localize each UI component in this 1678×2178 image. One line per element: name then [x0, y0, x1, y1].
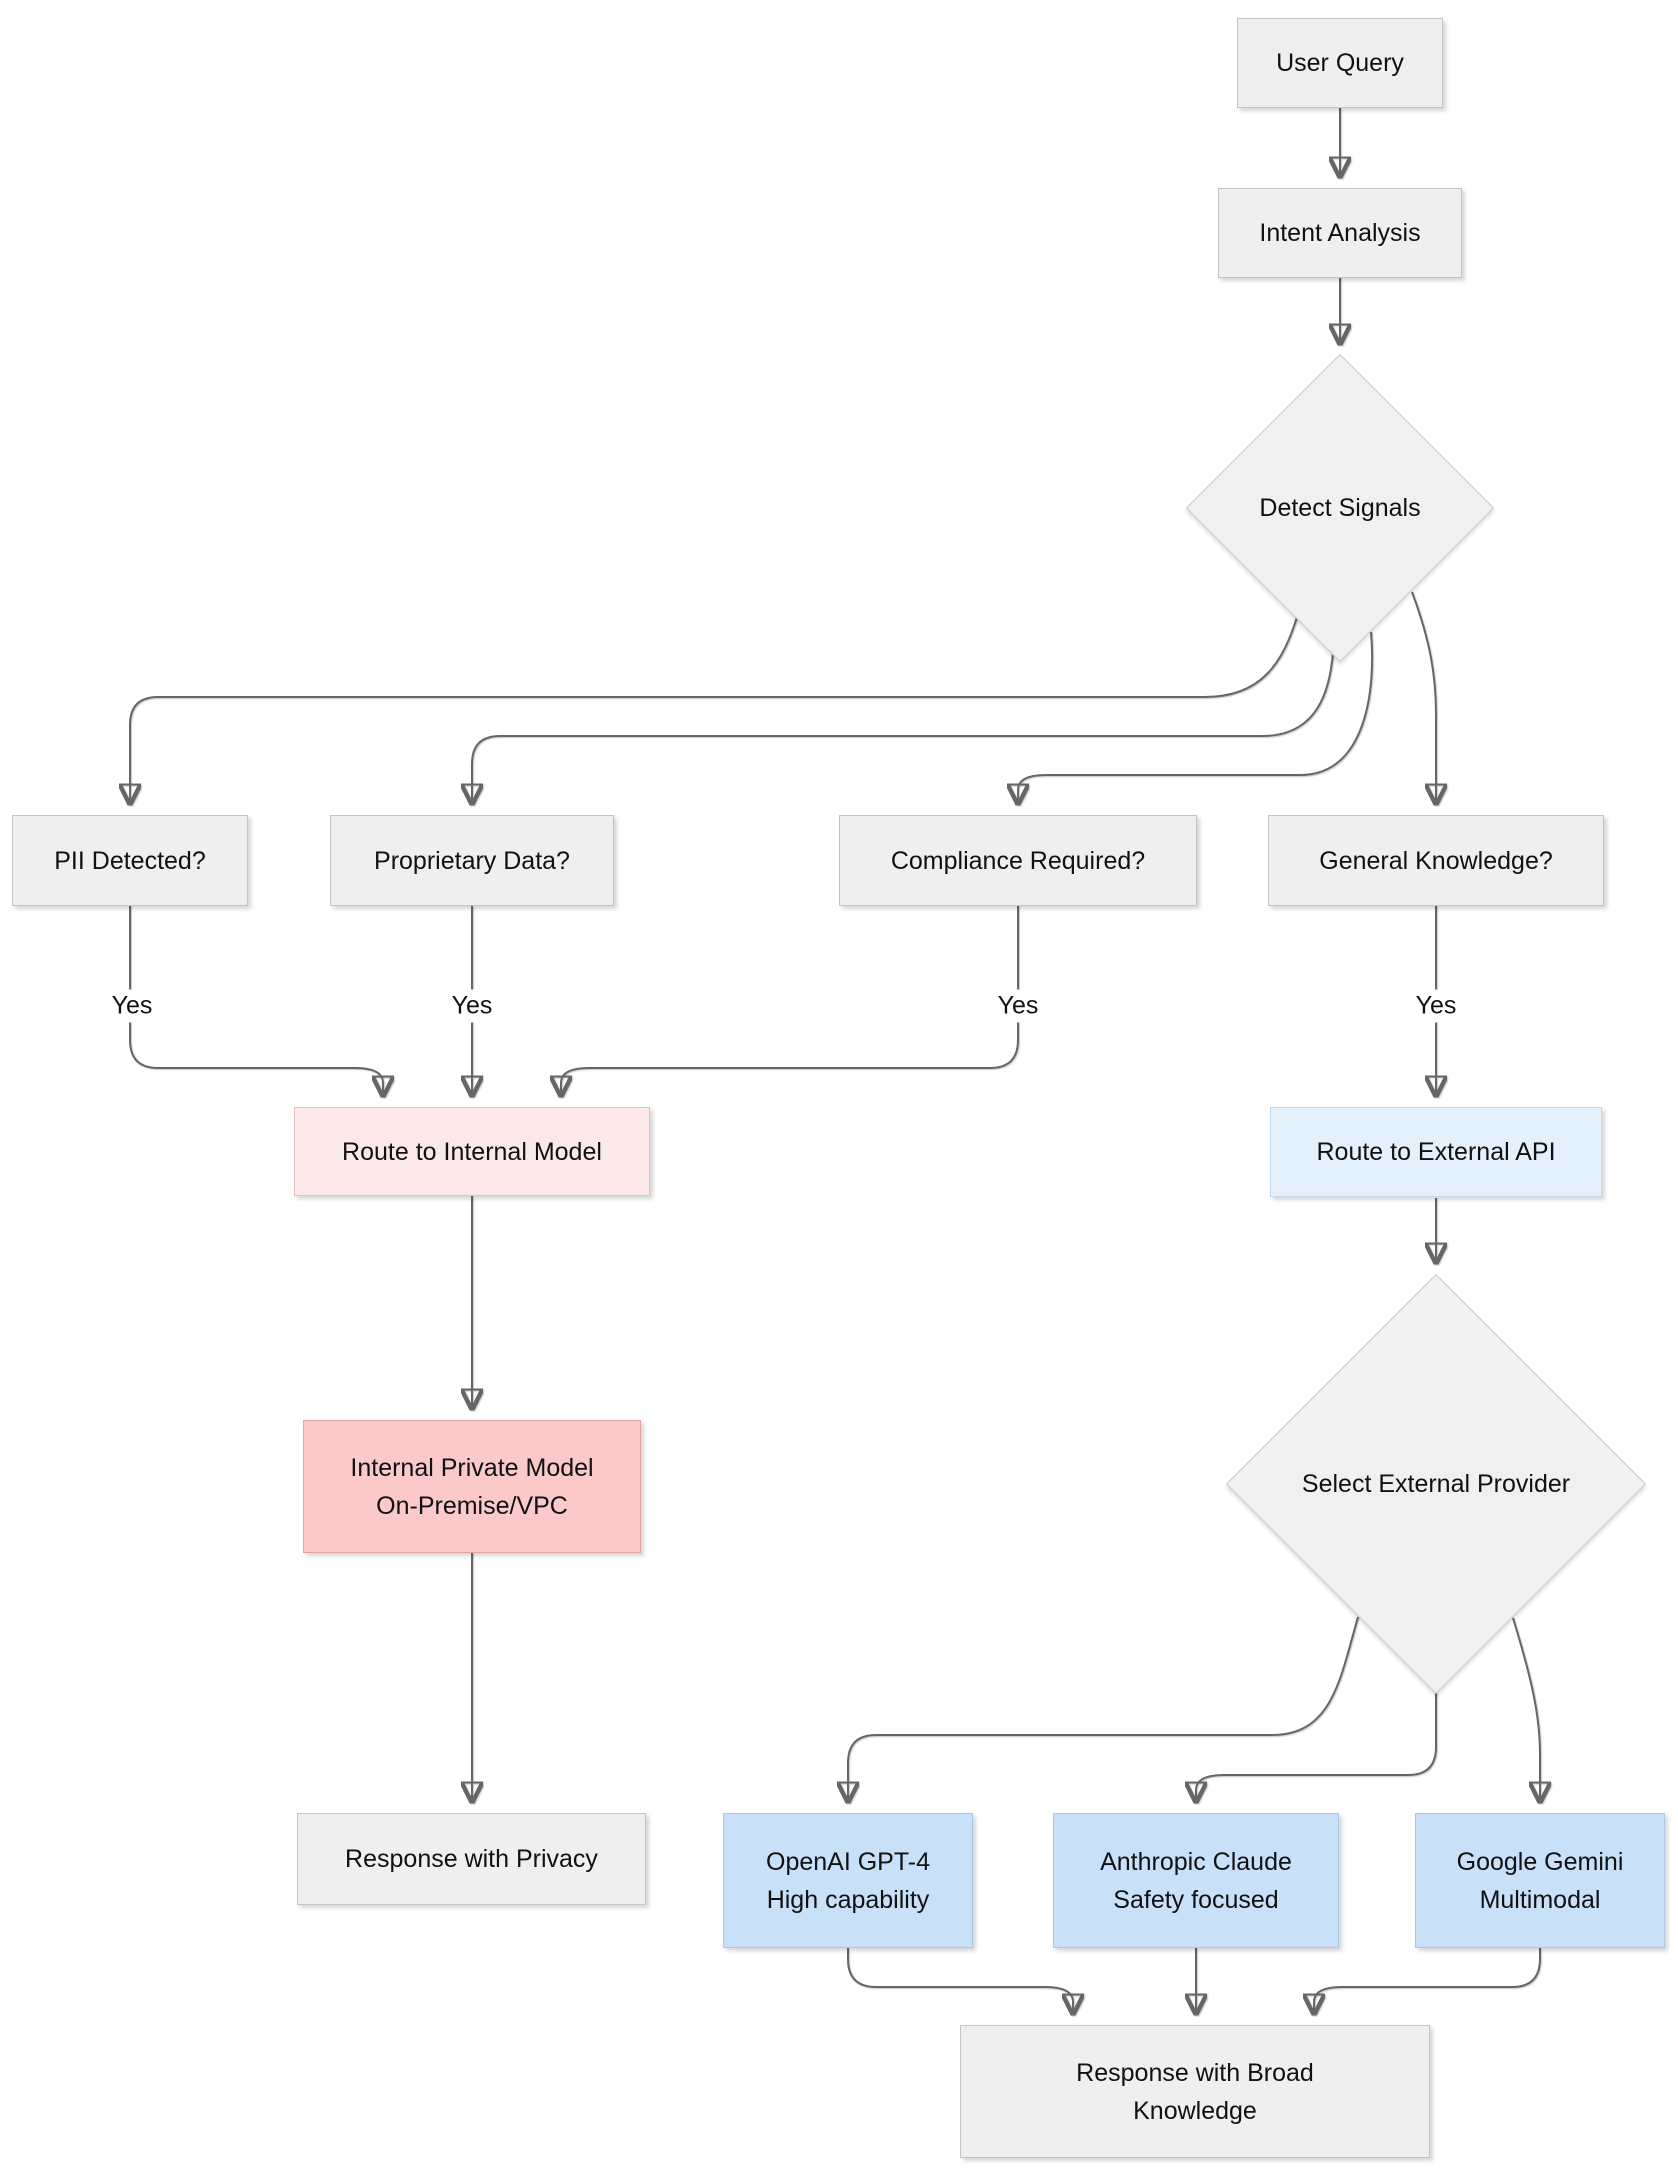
- node-anthropic-line1: Anthropic Claude: [1100, 1847, 1292, 1876]
- node-pii-detected-label: PII Detected?: [54, 846, 206, 875]
- node-internal-private-line1: Internal Private Model: [350, 1453, 594, 1482]
- node-anthropic-line2: Safety focused: [1113, 1885, 1279, 1914]
- edge-detect-proprietary: [472, 651, 1334, 802]
- node-google-gemini: Google Gemini Multimodal: [1415, 1813, 1665, 1948]
- node-openai-gpt4: OpenAI GPT-4 High capability: [723, 1813, 973, 1948]
- edge-label-general-yes: Yes: [1407, 989, 1465, 1023]
- node-response-privacy: Response with Privacy: [297, 1813, 646, 1905]
- node-select-provider-label: Select External Provider: [1301, 1469, 1571, 1498]
- edge-select-openai: [848, 1616, 1359, 1800]
- node-internal-private-line2: On-Premise/VPC: [376, 1491, 568, 1520]
- edge-label-proprietary-yes: Yes: [443, 989, 501, 1023]
- node-general-knowledge-label: General Knowledge?: [1319, 846, 1553, 875]
- edge-select-anthropic: [1196, 1692, 1437, 1800]
- edge-detect-pii: [130, 616, 1298, 802]
- node-pii-detected: PII Detected?: [12, 815, 248, 906]
- node-internal-private-model: Internal Private Model On-Premise/VPC: [303, 1420, 641, 1553]
- node-intent-analysis: Intent Analysis: [1218, 188, 1462, 278]
- node-general-knowledge: General Knowledge?: [1268, 815, 1604, 906]
- node-proprietary-data-label: Proprietary Data?: [374, 846, 570, 875]
- edge-select-google: [1512, 1617, 1540, 1800]
- node-anthropic-claude: Anthropic Claude Safety focused: [1053, 1813, 1339, 1948]
- edge-label-compliance-yes: Yes: [989, 989, 1047, 1023]
- node-openai-line2: High capability: [766, 1885, 930, 1914]
- node-user-query-label: User Query: [1276, 49, 1404, 77]
- node-route-internal: Route to Internal Model: [294, 1107, 650, 1196]
- edge-compliance-routeinternal: [561, 906, 1019, 1094]
- edge-pii-routeinternal: [129, 906, 383, 1094]
- node-route-external-label: Route to External API: [1316, 1138, 1556, 1166]
- node-detect-signals-label: Detect Signals: [1259, 493, 1421, 522]
- node-google-line2: Multimodal: [1479, 1885, 1601, 1914]
- node-user-query: User Query: [1237, 18, 1443, 108]
- edge-openai-responsebroad: [847, 1948, 1073, 2012]
- edge-detect-general: [1411, 591, 1436, 802]
- node-compliance-required-label: Compliance Required?: [890, 846, 1146, 875]
- node-response-broad: Response with Broad Knowledge: [960, 2025, 1430, 2158]
- edge-google-responsebroad: [1314, 1948, 1541, 2012]
- edge-label-pii-yes: Yes: [103, 989, 161, 1023]
- node-openai-line1: OpenAI GPT-4: [766, 1847, 930, 1876]
- node-detect-signals: Detect Signals: [1184, 352, 1496, 664]
- node-route-internal-label: Route to Internal Model: [342, 1137, 602, 1166]
- node-select-provider: Select External Provider: [1224, 1273, 1648, 1695]
- node-proprietary-data: Proprietary Data?: [330, 815, 614, 906]
- edge-detect-compliance: [1018, 631, 1374, 802]
- node-google-line1: Google Gemini: [1456, 1847, 1624, 1876]
- node-intent-analysis-label: Intent Analysis: [1259, 219, 1421, 247]
- node-response-privacy-label: Response with Privacy: [345, 1845, 598, 1873]
- node-route-external: Route to External API: [1270, 1107, 1602, 1197]
- node-response-broad-line2: Knowledge: [1133, 2096, 1257, 2125]
- node-response-broad-line1: Response with Broad: [1076, 2058, 1314, 2087]
- node-compliance-required: Compliance Required?: [839, 815, 1197, 906]
